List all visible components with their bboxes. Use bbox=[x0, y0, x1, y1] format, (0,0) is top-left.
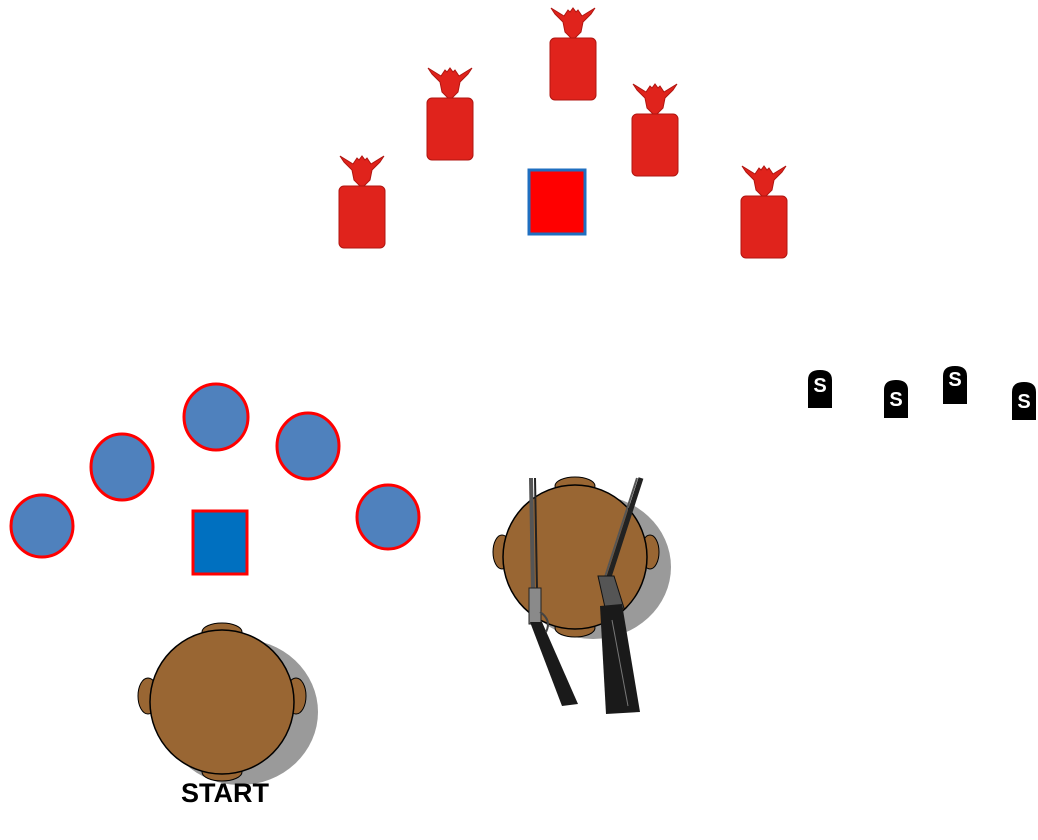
cowboy-target-4 bbox=[632, 84, 678, 176]
blue-circle-target-5 bbox=[357, 485, 419, 549]
red-square-marker bbox=[529, 170, 585, 234]
blue-circle-target-4 bbox=[277, 413, 339, 479]
start-label: START bbox=[150, 778, 300, 809]
blue-circle-target-3 bbox=[184, 384, 248, 450]
svg-text:S: S bbox=[1017, 391, 1030, 413]
steel-target-3: S bbox=[943, 366, 967, 404]
steel-target-2: S bbox=[884, 380, 908, 418]
blue-square-marker bbox=[193, 511, 247, 574]
steel-targets-group: S S S S bbox=[808, 366, 1036, 420]
steel-target-4: S bbox=[1012, 382, 1036, 420]
cowboy-target-1 bbox=[339, 156, 385, 248]
cowboy-target-3 bbox=[550, 8, 596, 100]
svg-text:S: S bbox=[889, 389, 902, 411]
start-barrel bbox=[138, 623, 318, 785]
cowboy-target-2 bbox=[427, 68, 473, 160]
steel-target-1: S bbox=[808, 370, 832, 408]
svg-text:S: S bbox=[948, 369, 961, 391]
blue-circle-target-2 bbox=[91, 434, 153, 500]
svg-text:S: S bbox=[813, 375, 826, 397]
blue-circle-target-1 bbox=[11, 495, 73, 557]
cowboy-target-5 bbox=[741, 166, 787, 258]
gun-barrel bbox=[493, 477, 671, 639]
